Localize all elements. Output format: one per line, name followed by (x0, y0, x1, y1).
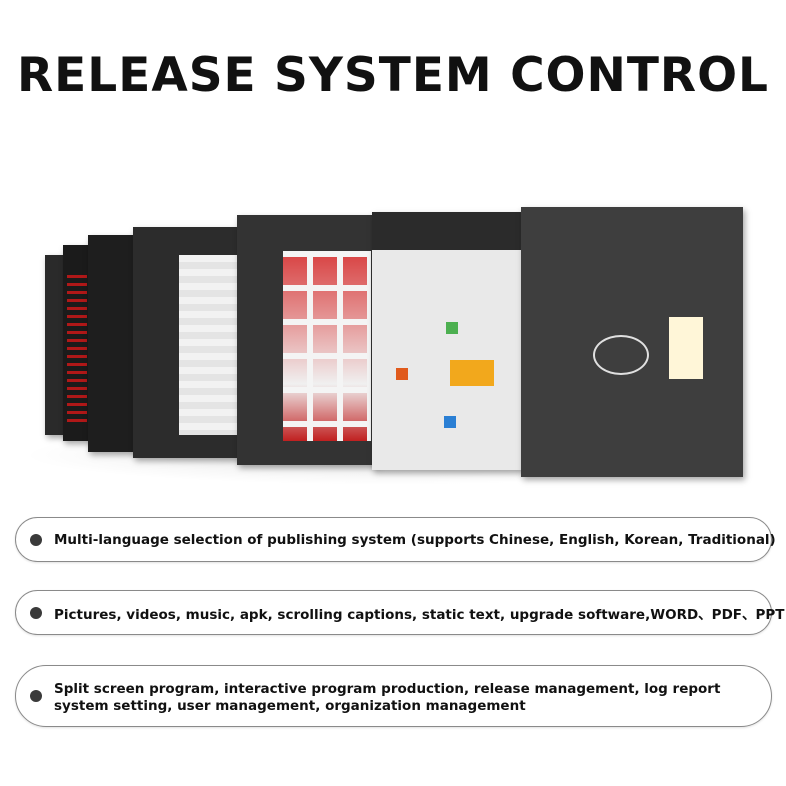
screen-7-card (669, 317, 703, 379)
screen-5-media-grid (283, 251, 371, 441)
screen-6-player-node (444, 416, 456, 428)
screen-panel-6 (372, 212, 522, 470)
screen-panel-4 (133, 227, 241, 458)
feature-line: Multi-language selection of publishing s… (54, 531, 776, 548)
screen-6-toolbar (372, 212, 522, 250)
feature-line: Split screen program, interactive progra… (54, 681, 721, 697)
software-screens-illustration (0, 195, 786, 495)
screen-4-list (179, 255, 237, 435)
feature-line: system setting, user management, organiz… (54, 698, 526, 714)
feature-pill-languages: Multi-language selection of publishing s… (15, 517, 776, 562)
screen-panel-5 (237, 215, 377, 465)
bullet-icon (30, 690, 42, 702)
screen-2-list (67, 275, 87, 425)
screen-panel-2 (63, 245, 91, 441)
screen-panel-3 (88, 235, 136, 452)
feature-text: Split screen program, interactive progra… (54, 681, 720, 715)
screen-panel-1 (45, 255, 67, 435)
feature-pill-management: Split screen program, interactive progra… (15, 665, 772, 727)
page-title: RELEASE SYSTEM CONTROL (16, 48, 769, 103)
feature-line: Pictures, videos, music, apk, scrolling … (54, 606, 785, 623)
feature-pill-media: Pictures, videos, music, apk, scrolling … (15, 590, 785, 635)
screen-6-resource-node (446, 322, 458, 334)
bullet-icon (30, 533, 42, 546)
bullet-icon (30, 606, 42, 619)
feature-text: Multi-language selection of publishing s… (54, 532, 776, 548)
screen-6-hub-box (450, 360, 494, 386)
screen-6-monitor-node (396, 368, 408, 380)
feature-text: Pictures, videos, music, apk, scrolling … (54, 603, 785, 623)
screen-panel-7 (521, 207, 743, 477)
screen-7-hub-ring (593, 335, 649, 375)
